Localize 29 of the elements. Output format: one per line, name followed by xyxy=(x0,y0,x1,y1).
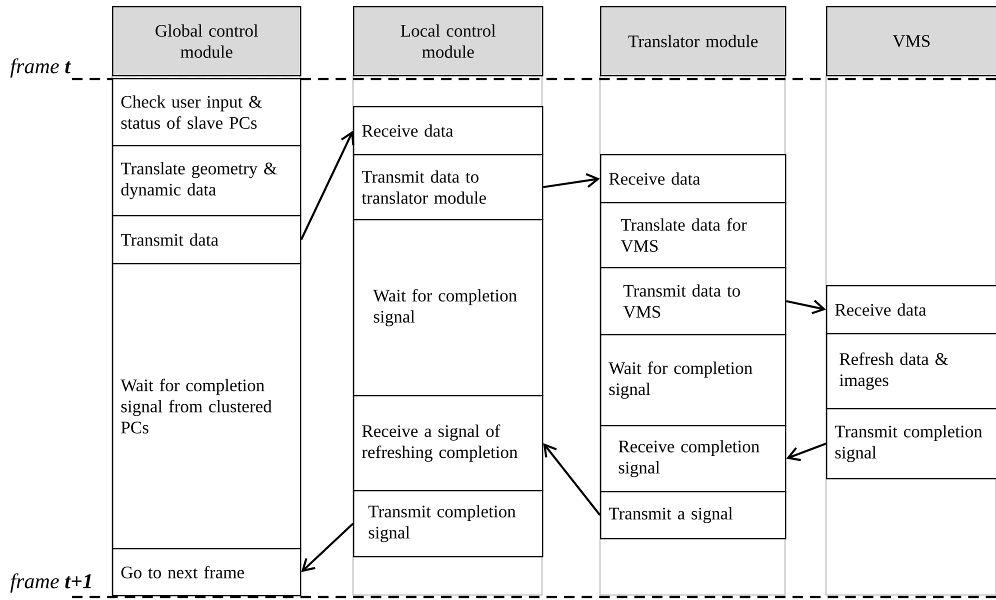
module-header: VMS xyxy=(826,6,996,76)
step-box: Receive completion signal xyxy=(600,425,786,492)
step-box: Translate data for VMS xyxy=(600,202,786,268)
step-box: Transmit a signal xyxy=(600,491,786,540)
arrow xyxy=(543,443,601,516)
arrow xyxy=(543,173,600,188)
step-box: Translate geometry & dynamic data xyxy=(112,145,302,216)
step-box: Transmit completion signal xyxy=(826,408,996,480)
step-box: Go to next frame xyxy=(112,548,302,596)
step-box: Transmit data to translator module xyxy=(353,154,544,220)
step-box: Receive data xyxy=(826,285,996,334)
frame-label: frame t xyxy=(10,58,71,78)
step-box: Check user input & status of slave PCs xyxy=(112,78,302,146)
arrow xyxy=(300,130,354,240)
frame-label: frame t+1 xyxy=(10,573,91,593)
module-header: Global control module xyxy=(112,6,302,76)
arrow xyxy=(786,300,826,314)
arrow xyxy=(786,442,826,462)
step-box: Receive a signal of refreshing completion xyxy=(353,395,544,492)
step-box: Refresh data & images xyxy=(826,333,996,410)
step-box: Transmit data xyxy=(112,215,302,264)
step-box: Receive data xyxy=(600,154,786,204)
module-header: Translator module xyxy=(600,6,786,76)
module-header: Local control module xyxy=(353,6,544,76)
step-box: Wait for completion signal xyxy=(600,334,786,426)
arrow xyxy=(301,522,354,572)
step-box: Receive data xyxy=(353,106,544,156)
step-box: Transmit completion signal xyxy=(353,490,544,558)
step-box: Transmit data to VMS xyxy=(600,267,786,336)
